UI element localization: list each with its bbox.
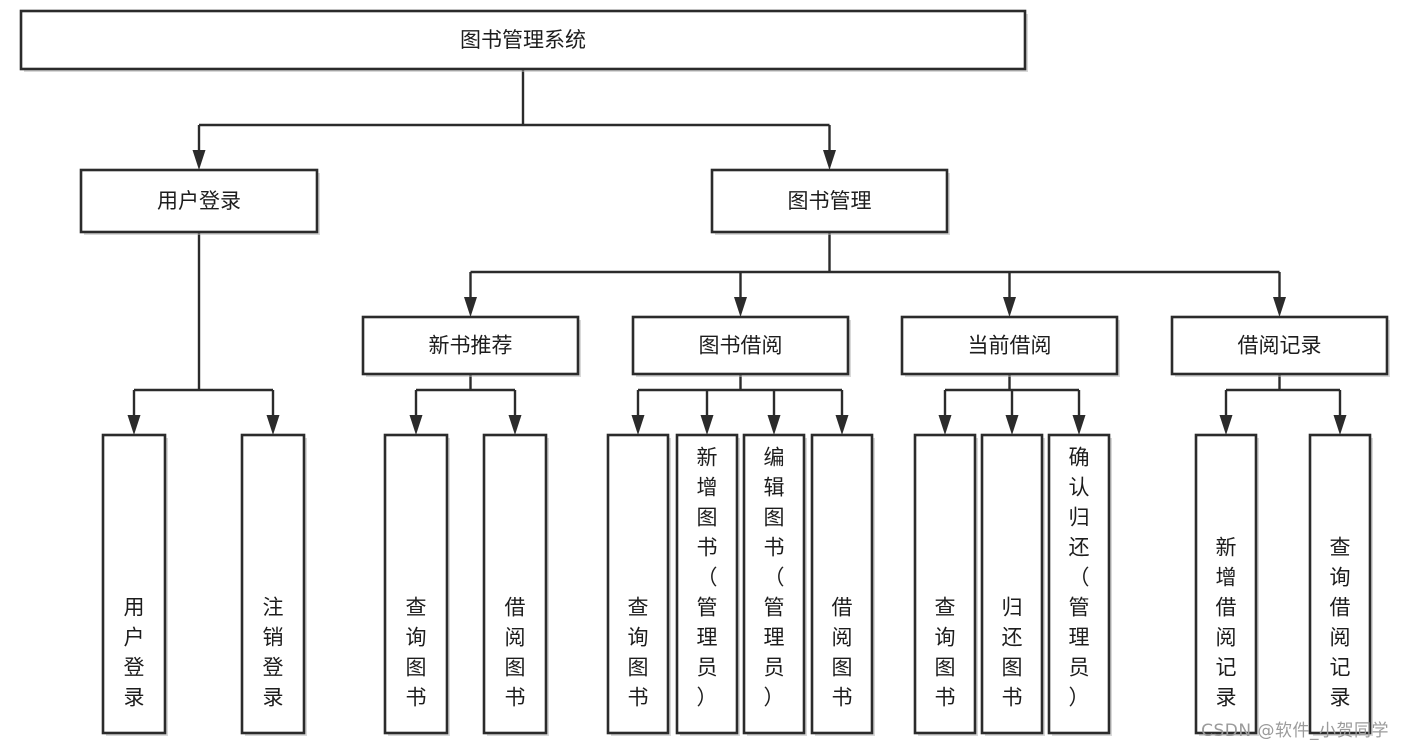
- node-label: 新增借阅记录: [1216, 535, 1237, 709]
- node-box[interactable]: [361, 315, 580, 376]
- node-box[interactable]: [1308, 433, 1372, 735]
- node-leaf-cb-confirm[interactable]: 确认归还（管理员）: [1047, 433, 1112, 736]
- node-box[interactable]: [1170, 315, 1389, 376]
- node-leaf-rec-borrow[interactable]: 借阅图书: [482, 433, 549, 736]
- node-label: 新书推荐: [429, 334, 513, 358]
- node-label: 图书借阅: [699, 334, 783, 358]
- node-label: 新增图书（管理员）: [697, 445, 718, 709]
- node-label: 借阅图书: [832, 595, 853, 709]
- arrow-head-icon: [767, 415, 781, 435]
- edge-group-current-borrow: [938, 374, 1086, 435]
- node-label: 借阅记录: [1238, 334, 1322, 358]
- arrow-head-icon: [409, 415, 423, 435]
- arrow-head-icon: [1003, 297, 1016, 317]
- node-label: 编辑图书（管理员）: [764, 445, 785, 709]
- node-box[interactable]: [383, 433, 449, 735]
- edge-group-book-borrow: [631, 374, 849, 435]
- node-box[interactable]: [1047, 433, 1111, 735]
- edge-group-new-book-rec: [409, 374, 522, 435]
- arrow-head-icon: [1333, 415, 1347, 435]
- arrow-head-icon: [192, 150, 206, 170]
- node-book-manage[interactable]: 图书管理: [710, 168, 950, 235]
- node-leaf-bb-add[interactable]: 新增图书（管理员）: [675, 433, 740, 736]
- node-leaf-bb-edit[interactable]: 编辑图书（管理员）: [742, 433, 807, 736]
- node-box[interactable]: [79, 168, 319, 234]
- arrow-head-icon: [823, 150, 836, 170]
- node-leaf-br-query[interactable]: 查询借阅记录: [1308, 433, 1373, 736]
- node-box[interactable]: [606, 433, 670, 735]
- node-current-borrow[interactable]: 当前借阅: [900, 315, 1120, 377]
- edge-group-book-manage: [464, 232, 1286, 317]
- node-box[interactable]: [19, 9, 1027, 71]
- node-label: 注销登录: [263, 595, 284, 709]
- node-leaf-rec-query[interactable]: 查询图书: [383, 433, 450, 736]
- edge-group-root: [192, 69, 836, 170]
- node-label: 用户登录: [157, 189, 241, 213]
- node-book-borrow[interactable]: 图书借阅: [631, 315, 851, 377]
- node-box[interactable]: [631, 315, 850, 376]
- node-label: 查询图书: [628, 595, 649, 709]
- node-box[interactable]: [240, 433, 306, 735]
- arrow-head-icon: [1072, 415, 1086, 435]
- arrow-head-icon: [1273, 297, 1286, 317]
- node-label: 图书管理系统: [460, 28, 586, 52]
- node-layer: 图书管理系统用户登录图书管理新书推荐图书借阅当前借阅借阅记录用户登录注销登录查询…: [19, 9, 1390, 736]
- node-box[interactable]: [1194, 433, 1258, 735]
- node-label: 当前借阅: [968, 334, 1052, 358]
- node-label: 归还图书: [1002, 595, 1023, 709]
- node-box[interactable]: [101, 433, 167, 735]
- arrow-head-icon: [835, 415, 849, 435]
- node-box[interactable]: [710, 168, 949, 234]
- node-leaf-logout[interactable]: 注销登录: [240, 433, 307, 736]
- arrow-head-icon: [266, 415, 280, 435]
- node-leaf-cb-return[interactable]: 归还图书: [980, 433, 1045, 736]
- edge-group-borrow-record: [1219, 374, 1347, 435]
- node-leaf-user-login[interactable]: 用户登录: [101, 433, 168, 736]
- arrow-head-icon: [464, 297, 477, 317]
- node-label: 借阅图书: [505, 595, 526, 709]
- node-label: 确认归还（管理员）: [1069, 445, 1090, 709]
- node-label: 查询图书: [406, 595, 427, 709]
- node-box[interactable]: [810, 433, 874, 735]
- node-leaf-bb-borrow[interactable]: 借阅图书: [810, 433, 875, 736]
- node-label: 图书管理: [788, 189, 872, 213]
- node-borrow-record[interactable]: 借阅记录: [1170, 315, 1390, 377]
- node-box[interactable]: [913, 433, 977, 735]
- arrow-head-icon: [1219, 415, 1233, 435]
- edge-layer: [127, 69, 1347, 435]
- node-label: 查询借阅记录: [1330, 535, 1351, 709]
- node-leaf-bb-query[interactable]: 查询图书: [606, 433, 671, 736]
- node-user-login[interactable]: 用户登录: [79, 168, 320, 235]
- arrow-head-icon: [508, 415, 522, 435]
- arrow-head-icon: [700, 415, 714, 435]
- node-box[interactable]: [900, 315, 1119, 376]
- node-leaf-br-add[interactable]: 新增借阅记录: [1194, 433, 1259, 736]
- arrow-head-icon: [938, 415, 952, 435]
- arrow-head-icon: [1005, 415, 1019, 435]
- node-label: 查询图书: [935, 595, 956, 709]
- node-box[interactable]: [482, 433, 548, 735]
- arrow-head-icon: [127, 415, 141, 435]
- node-new-book-rec[interactable]: 新书推荐: [361, 315, 581, 377]
- arrow-head-icon: [631, 415, 645, 435]
- node-box[interactable]: [980, 433, 1044, 735]
- arrow-head-icon: [734, 297, 747, 317]
- node-root[interactable]: 图书管理系统: [19, 9, 1028, 72]
- node-label: 用户登录: [124, 595, 145, 709]
- node-box[interactable]: [742, 433, 806, 735]
- node-box[interactable]: [675, 433, 739, 735]
- edge-group-user-login: [127, 232, 280, 435]
- node-leaf-cb-query[interactable]: 查询图书: [913, 433, 978, 736]
